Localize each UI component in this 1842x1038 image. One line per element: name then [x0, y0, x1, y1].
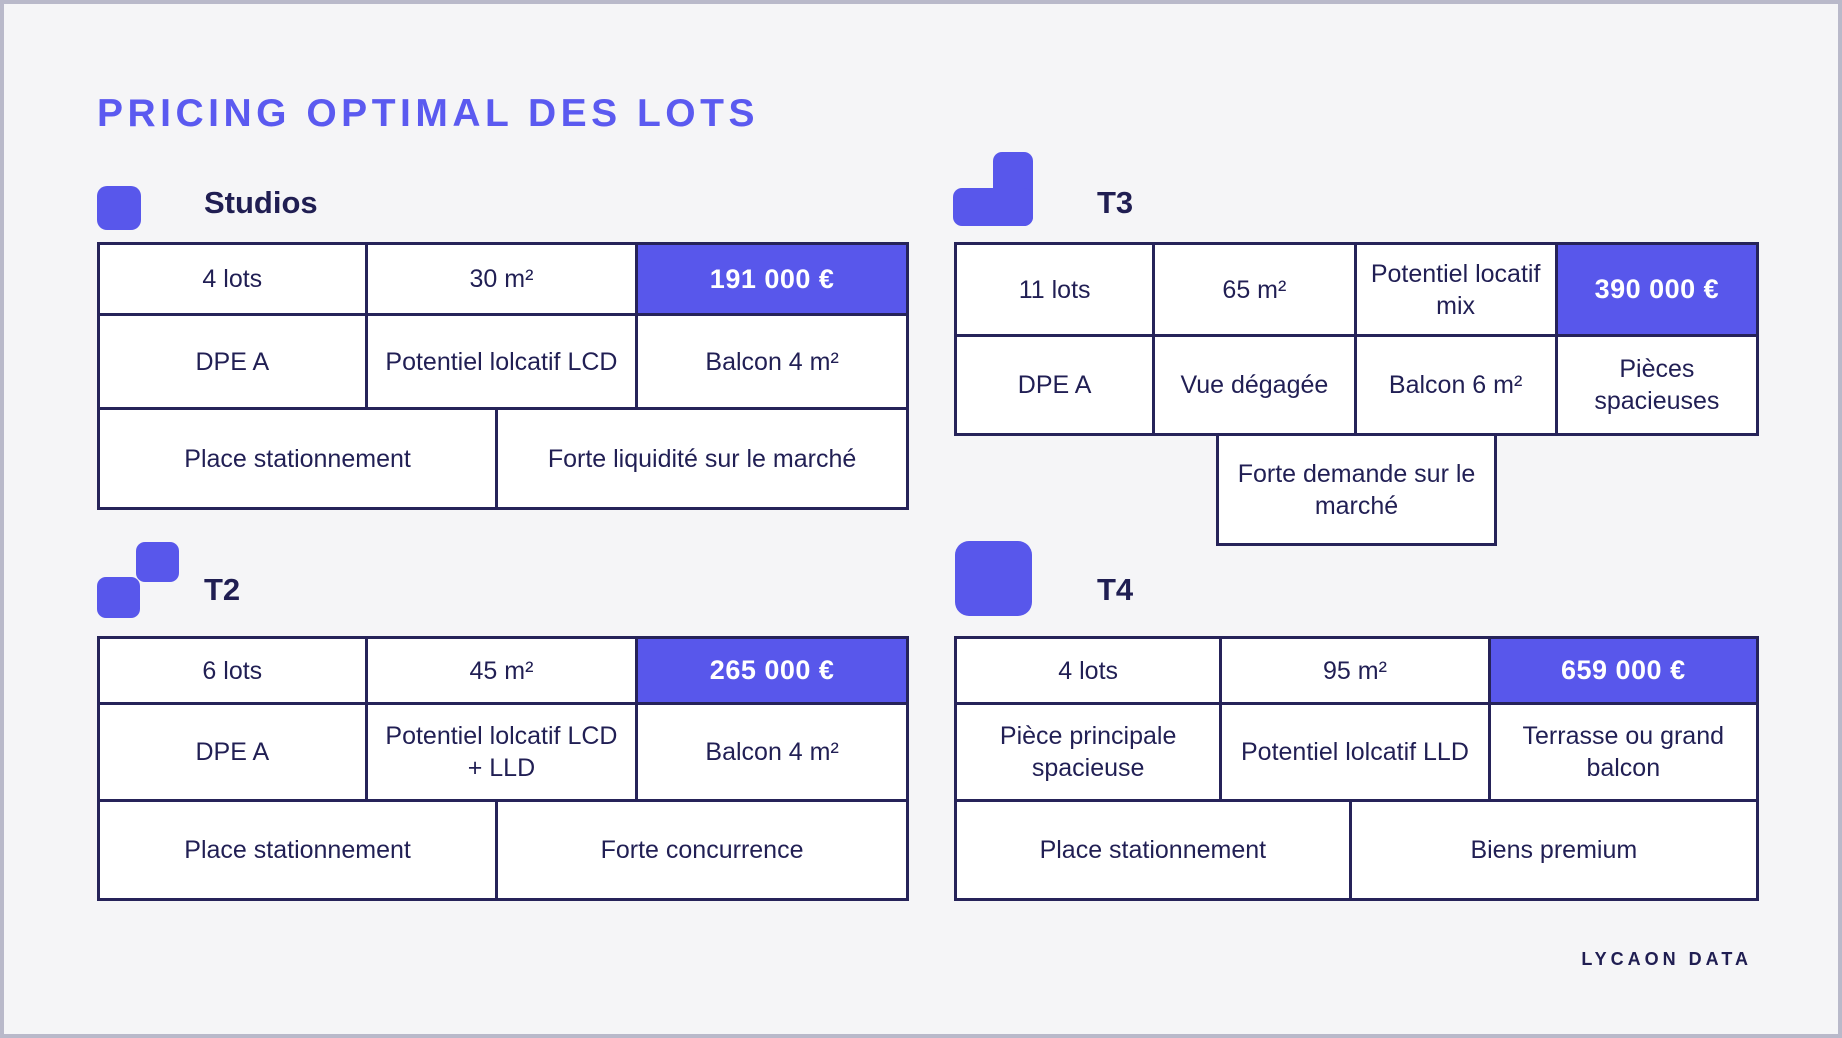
table-cell: Balcon 6 m²: [1356, 337, 1558, 436]
price-cell: 265 000 €: [638, 636, 909, 705]
table-cell: DPE A: [954, 337, 1156, 436]
single-square-icon: [97, 186, 141, 230]
icon-part: [97, 577, 140, 618]
table-row: Place stationnement Forte liquidité sur …: [97, 410, 909, 510]
table-row: 4 lots 30 m² 191 000 €: [97, 242, 909, 316]
table-row: Forte demande sur le marché: [954, 433, 1759, 546]
icon-part: [136, 542, 179, 582]
table-row: Place stationnement Biens premium: [954, 802, 1759, 901]
page-title: PRICING OPTIMAL DES LOTS: [97, 92, 759, 135]
table-cell: 65 m²: [1155, 242, 1357, 337]
t3-table: 11 lots 65 m² Potentiel locatif mix 390 …: [954, 242, 1759, 546]
table-cell: 6 lots: [97, 636, 368, 705]
table-cell: Balcon 4 m²: [638, 705, 909, 802]
table-row: 4 lots 95 m² 659 000 €: [954, 636, 1759, 705]
table-row: DPE A Potentiel lolcatif LCD + LLD Balco…: [97, 705, 909, 802]
table-cell: Terrasse ou grand balcon: [1490, 705, 1759, 802]
t2-table: 6 lots 45 m² 265 000 € DPE A Potentiel l…: [97, 636, 909, 901]
table-cell: DPE A: [97, 705, 368, 802]
table-cell: Place stationnement: [954, 802, 1352, 901]
table-cell: 45 m²: [367, 636, 639, 705]
section-label-t4: T4: [1097, 572, 1134, 607]
icon-part: [953, 188, 1033, 226]
price-cell: 191 000 €: [638, 242, 909, 316]
table-row: DPE A Potentiel lolcatif LCD Balcon 4 m²: [97, 316, 909, 410]
table-cell: 4 lots: [954, 636, 1223, 705]
price-cell: 390 000 €: [1557, 242, 1759, 337]
table-cell: DPE A: [97, 316, 368, 410]
table-cell: Biens premium: [1351, 802, 1759, 901]
brand-logo-text: LYCAON DATA: [1581, 949, 1752, 969]
section-label-t2: T2: [204, 572, 241, 607]
table-cell: 4 lots: [97, 242, 368, 316]
section-label-studios: Studios: [204, 185, 318, 220]
table-cell: 11 lots: [954, 242, 1156, 337]
large-square-icon: [955, 541, 1032, 616]
table-cell: Pièce principale spacieuse: [954, 705, 1223, 802]
table-cell: Forte concurrence: [498, 802, 909, 901]
table-cell: Forte liquidité sur le marché: [498, 410, 909, 510]
table-row: DPE A Vue dégagée Balcon 6 m² Pièces spa…: [954, 337, 1759, 436]
table-cell: Potentiel locatif mix: [1356, 242, 1558, 337]
t4-table: 4 lots 95 m² 659 000 € Pièce principale …: [954, 636, 1759, 901]
table-cell: Place stationnement: [97, 802, 499, 901]
table-row: Place stationnement Forte concurrence: [97, 802, 909, 901]
l-shape-blocks-icon: [953, 152, 1033, 226]
table-cell: Potentiel lolcatif LCD + LLD: [367, 705, 639, 802]
diagonal-squares-icon: [97, 542, 179, 618]
table-cell: Vue dégagée: [1155, 337, 1357, 436]
price-cell: 659 000 €: [1490, 636, 1759, 705]
table-cell: Place stationnement: [97, 410, 499, 510]
table-cell: Forte demande sur le marché: [1215, 433, 1498, 546]
table-cell: Balcon 4 m²: [638, 316, 909, 410]
table-row: Pièce principale spacieuse Potentiel lol…: [954, 705, 1759, 802]
table-cell: Potentiel lolcatif LLD: [1222, 705, 1491, 802]
table-cell: 30 m²: [367, 242, 639, 316]
studios-table: 4 lots 30 m² 191 000 € DPE A Potentiel l…: [97, 242, 909, 510]
table-row: 6 lots 45 m² 265 000 €: [97, 636, 909, 705]
table-cell: Potentiel lolcatif LCD: [367, 316, 639, 410]
table-cell: 95 m²: [1222, 636, 1491, 705]
table-row: 11 lots 65 m² Potentiel locatif mix 390 …: [954, 242, 1759, 337]
section-label-t3: T3: [1097, 185, 1134, 220]
table-cell: Pièces spacieuses: [1557, 337, 1759, 436]
